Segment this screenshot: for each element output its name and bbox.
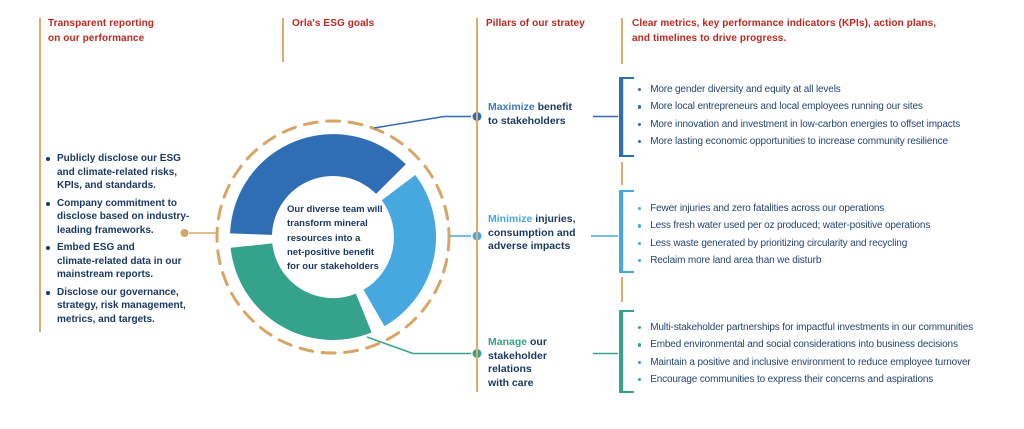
kpi-text: More lasting economic opportunities to i… <box>650 136 948 148</box>
left-connector-dot <box>180 229 189 237</box>
kpi-item: More innovation and investment in low-ca… <box>638 116 960 133</box>
pillar-maximize-keyword: Maximize <box>488 101 535 113</box>
bracket-manage-cap-top <box>619 310 634 312</box>
left-bullet-text: Company commitment to disclose based on … <box>57 197 190 236</box>
kpi-text: Encourage communities to express their c… <box>650 374 934 386</box>
bracket-manage-bar <box>619 310 624 393</box>
kpi-text: Less fresh water used per oz produced; w… <box>650 220 931 232</box>
kpi-item: Embed environmental and social considera… <box>638 336 973 353</box>
pillars-column-divider <box>476 18 478 392</box>
donut-dashed-ring <box>215 119 451 355</box>
bullet-dot-icon <box>638 122 642 126</box>
right-column-divider-mid2 <box>621 277 623 302</box>
kpi-text: Fewer injuries and zero fatalities acros… <box>650 203 885 215</box>
donut-segment-maximize <box>230 134 406 235</box>
bullet-dot-icon <box>638 360 642 364</box>
kpi-item: Maintain a positive and inclusive enviro… <box>638 354 973 371</box>
maximize-connector-line <box>373 115 471 129</box>
kpi-group-maximize: More gender diversity and equity at all … <box>638 81 960 150</box>
kpi-item: More lasting economic opportunities to i… <box>638 133 960 150</box>
bullet-dot-icon <box>638 139 642 144</box>
pillar-minimize-text: injuries, consumption and adverse impact… <box>488 213 576 252</box>
pillar-minimize-keyword: Minimize <box>488 213 533 225</box>
donut-segment-minimize <box>363 175 437 327</box>
center-column-title: Orla's ESG goals <box>292 18 375 29</box>
pillars-column-title: Pillars of our stratey <box>486 18 585 29</box>
bullet-dot-icon <box>638 224 642 228</box>
center-column-divider <box>282 18 284 62</box>
bullet-dot-icon <box>46 246 50 250</box>
left-bullet-item: Publicly disclose our ESG and climate-re… <box>46 152 231 193</box>
bullet-dot-icon <box>46 201 50 206</box>
kpi-text: Maintain a positive and inclusive enviro… <box>650 356 971 368</box>
bracket-minimize-cap-top <box>619 190 634 192</box>
left-bullet-item: Company commitment to disclose based on … <box>46 197 231 238</box>
bracket-maximize-cap-top <box>619 77 634 79</box>
pillar-maximize: Maximize benefit to stakeholders <box>488 101 598 128</box>
kpi-text: Less waste generated by prioritizing cir… <box>650 237 908 249</box>
pillar-manage-text: our stakeholder relations with care <box>488 336 547 389</box>
left-bullet-text: Disclose our governance, strategy, risk … <box>57 286 186 325</box>
left-column-divider <box>39 18 41 332</box>
left-bullet-item: Embed ESG and climate-related data in ou… <box>46 241 231 282</box>
bullet-dot-icon <box>46 290 50 295</box>
bullet-dot-icon <box>638 105 642 109</box>
kpi-item: More local entrepreneurs and local emplo… <box>638 98 960 115</box>
kpi-text: More innovation and investment in low-ca… <box>650 118 961 130</box>
kpi-group-manage: Multi-stakeholder partnerships for impac… <box>638 319 973 388</box>
bullet-dot-icon <box>638 326 642 330</box>
bullet-dot-icon <box>638 343 642 347</box>
kpi-item: Less waste generated by prioritizing cir… <box>638 235 930 252</box>
pillar-minimize: Minimize injuries, consumption and adver… <box>488 213 598 254</box>
bracket-manage-cap-bottom <box>619 391 634 393</box>
left-bullet-text: Embed ESG and climate-related data in ou… <box>57 242 182 280</box>
pillar-maximize-text: benefit to stakeholders <box>488 101 573 127</box>
bullet-dot-icon <box>638 258 642 263</box>
right-column-divider-top <box>621 18 623 64</box>
kpi-group-minimize: Fewer injuries and zero fatalities acros… <box>638 200 930 269</box>
kpi-text: Multi-stakeholder partnerships for impac… <box>650 322 973 334</box>
donut-segment-manage <box>230 243 372 340</box>
pillar-manage: Manage our stakeholder relations with ca… <box>488 336 598 390</box>
manage-connector-line <box>366 336 471 355</box>
left-column-title: Transparent reporting on our performance <box>48 18 155 44</box>
bullet-dot-icon <box>46 157 50 161</box>
right-column-divider-mid1 <box>621 162 623 185</box>
left-bullet-item: Disclose our governance, strategy, risk … <box>46 286 231 327</box>
kpi-item: Multi-stakeholder partnerships for impac… <box>638 319 973 336</box>
pillar-manage-keyword: Manage <box>488 336 528 348</box>
bracket-maximize-bar <box>619 77 624 157</box>
bullet-dot-icon <box>638 207 642 211</box>
kpi-item: More gender diversity and equity at all … <box>638 81 960 98</box>
kpi-item: Encourage communities to express their c… <box>638 371 973 388</box>
bracket-minimize-cap-bottom <box>619 271 634 273</box>
left-bullet-list: Publicly disclose our ESG and climate-re… <box>46 152 231 330</box>
kpi-item: Fewer injuries and zero fatalities acros… <box>638 200 930 217</box>
kpi-item: Reclaim more land area than we disturb <box>638 252 930 269</box>
kpi-text: Reclaim more land area than we disturb <box>650 255 822 267</box>
bullet-dot-icon <box>638 377 642 382</box>
kpi-text: More local entrepreneurs and local emplo… <box>650 101 923 113</box>
kpi-text: Embed environmental and social considera… <box>650 339 958 351</box>
right-column-title: Clear metrics, key performance indicator… <box>632 18 937 44</box>
left-bullet-text: Publicly disclose our ESG and climate-re… <box>57 153 181 191</box>
bullet-dot-icon <box>638 88 642 92</box>
kpi-text: More gender diversity and equity at all … <box>650 84 841 96</box>
bracket-minimize-bar <box>619 190 624 273</box>
kpi-item: Less fresh water used per oz produced; w… <box>638 217 930 234</box>
donut-center-statement: Our diverse team will transform mineral … <box>287 204 383 273</box>
bullet-dot-icon <box>638 241 642 245</box>
bracket-maximize-cap-bottom <box>619 155 634 157</box>
